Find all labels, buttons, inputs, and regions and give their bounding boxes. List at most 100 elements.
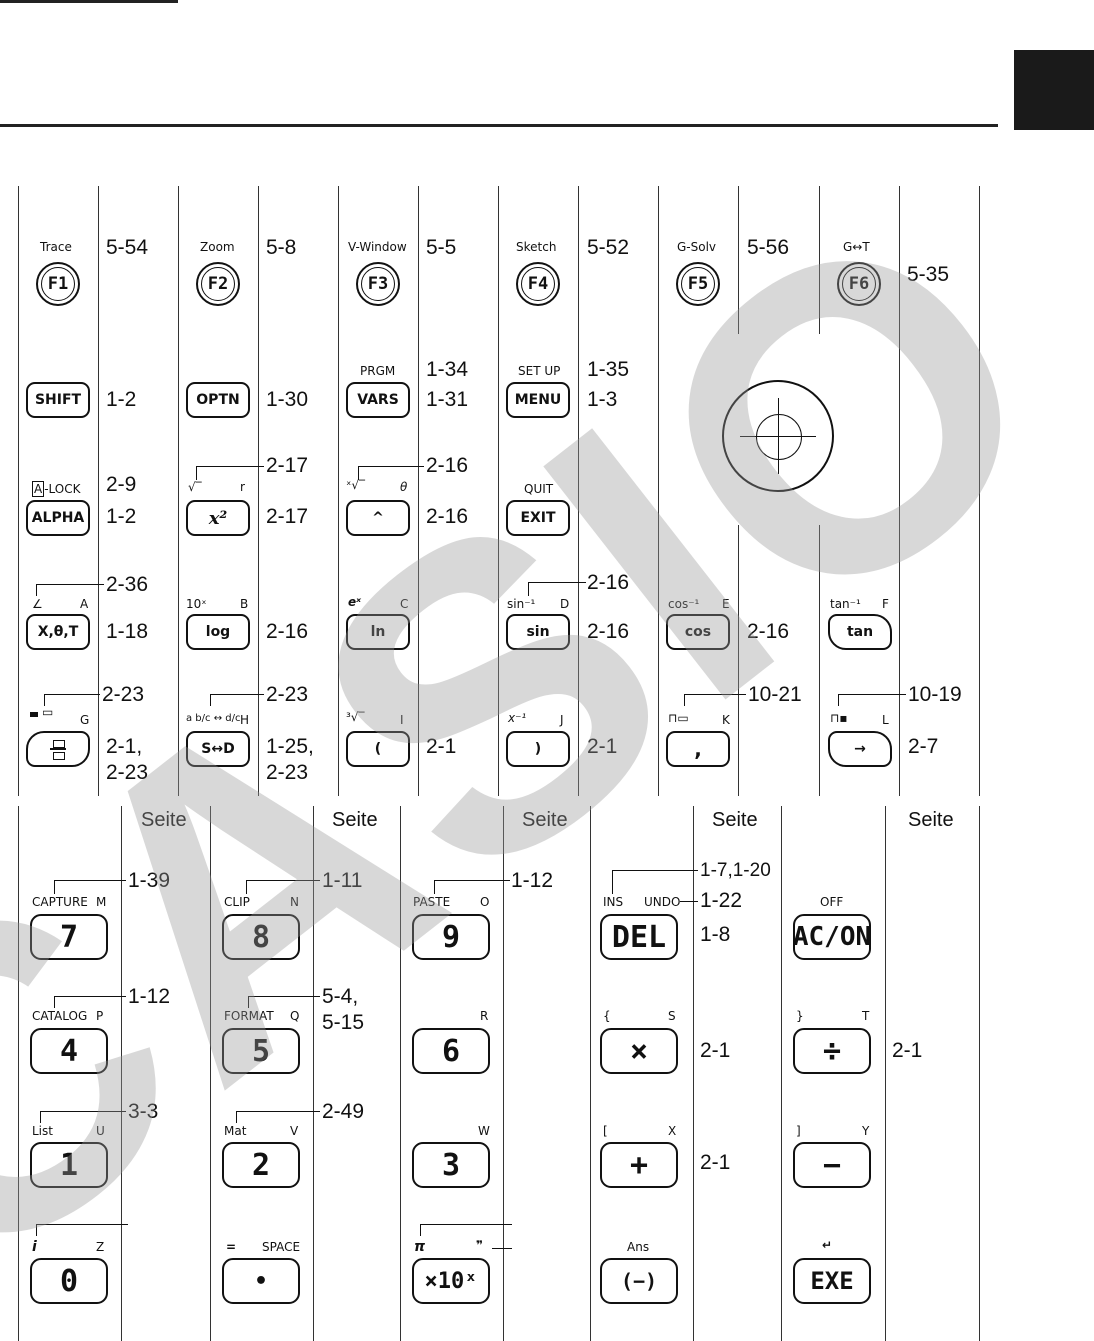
optn-key[interactable]: OPTN bbox=[186, 382, 250, 418]
seite-header-3: Seite bbox=[522, 809, 568, 831]
menu-key[interactable]: MENU bbox=[506, 382, 570, 418]
decimal-point-key[interactable]: • bbox=[222, 1258, 300, 1304]
format-label: FORMAT bbox=[224, 1009, 274, 1023]
f1-key[interactable]: F1 bbox=[36, 262, 80, 306]
comma-key[interactable]: , bbox=[666, 731, 730, 767]
seite-header-4: Seite bbox=[712, 809, 758, 831]
catalog-leader-v bbox=[54, 996, 55, 1008]
key-8[interactable]: 8 bbox=[222, 914, 300, 960]
s-label: S bbox=[668, 1009, 676, 1023]
lock-ref: 10-19 bbox=[908, 683, 962, 706]
list-leader bbox=[40, 1111, 126, 1112]
f1-key-label: F1 bbox=[41, 267, 75, 301]
equals-label: = bbox=[226, 1240, 237, 1254]
negative-key[interactable]: (−) bbox=[600, 1258, 678, 1304]
alpha-key[interactable]: ALPHA bbox=[26, 500, 90, 536]
exit-key[interactable]: EXIT bbox=[506, 500, 570, 536]
mat-leader bbox=[236, 1111, 320, 1112]
f5-key[interactable]: F5 bbox=[676, 262, 720, 306]
imaginary-label: i bbox=[32, 1239, 37, 1255]
key-5[interactable]: 5 bbox=[222, 1028, 300, 1074]
asin-leader bbox=[528, 582, 586, 583]
f6-top-label: G↔T bbox=[843, 240, 870, 254]
ln-key[interactable]: ln bbox=[346, 614, 410, 650]
lock-leader bbox=[838, 694, 906, 695]
f6-key[interactable]: F6 bbox=[837, 262, 881, 306]
p-label: P bbox=[96, 1009, 104, 1023]
key-6[interactable]: 6 bbox=[412, 1028, 490, 1074]
f3-key[interactable]: F3 bbox=[356, 262, 400, 306]
grid-line bbox=[313, 806, 314, 1341]
return-icon: ↵ bbox=[822, 1238, 833, 1252]
key-4[interactable]: 4 bbox=[30, 1028, 108, 1074]
clip-leader bbox=[246, 880, 320, 881]
exe-key[interactable]: EXE bbox=[793, 1258, 871, 1304]
shift-key[interactable]: SHIFT bbox=[26, 382, 90, 418]
x-squared-key[interactable]: x² bbox=[186, 500, 250, 536]
xroot-leader bbox=[358, 466, 424, 467]
left-paren-key[interactable]: ( bbox=[346, 731, 410, 767]
f2-top-label: Zoom bbox=[200, 240, 235, 254]
top-rule bbox=[0, 0, 178, 3]
divide-key[interactable]: ÷ bbox=[793, 1028, 871, 1074]
f2-ref: 5-8 bbox=[266, 236, 297, 259]
store-arrow-key[interactable]: → bbox=[828, 731, 892, 767]
sin-key[interactable]: sin bbox=[506, 614, 570, 650]
key-3[interactable]: 3 bbox=[412, 1142, 490, 1188]
tan-key[interactable]: tan bbox=[828, 614, 892, 650]
ac-on-key[interactable]: AC/ON bbox=[793, 914, 871, 960]
f3-key-label: F3 bbox=[361, 267, 395, 301]
shift-ref: 1-2 bbox=[106, 388, 137, 411]
grid-line bbox=[18, 806, 19, 1341]
fraction-key[interactable] bbox=[26, 731, 90, 767]
cos-key[interactable]: cos bbox=[666, 614, 730, 650]
optn-ref: 1-30 bbox=[266, 388, 309, 411]
capture-label: CAPTURE bbox=[32, 895, 88, 909]
grid-line bbox=[498, 186, 499, 796]
key-9[interactable]: 9 bbox=[412, 914, 490, 960]
s-to-d-key[interactable]: S↔D bbox=[186, 731, 250, 767]
alock-text: -LOCK bbox=[44, 482, 81, 496]
mat-ref: 2-49 bbox=[322, 1100, 365, 1123]
grid-line bbox=[418, 186, 419, 796]
x-squared-ref: 2-17 bbox=[266, 505, 309, 528]
acos-label: cos⁻¹ bbox=[668, 597, 700, 611]
undo-label: UNDO bbox=[644, 895, 681, 909]
unlock-icon: ⊓▭ bbox=[668, 711, 689, 725]
catalog-label: CATALOG bbox=[32, 1009, 88, 1023]
log-key[interactable]: log bbox=[186, 614, 250, 650]
j-label: J bbox=[560, 713, 564, 727]
minus-key[interactable]: − bbox=[793, 1142, 871, 1188]
key-7[interactable]: 7 bbox=[30, 914, 108, 960]
vars-key[interactable]: VARS bbox=[346, 382, 410, 418]
paste-label: PASTE bbox=[413, 895, 451, 909]
power-key[interactable]: ^ bbox=[346, 500, 410, 536]
off-label: OFF bbox=[820, 895, 844, 909]
f6-ref: 5-35 bbox=[907, 263, 950, 286]
prgm-label: PRGM bbox=[360, 364, 396, 378]
bracket-open-label: [ bbox=[603, 1124, 608, 1138]
sqrt-leader-v bbox=[196, 466, 197, 480]
times-ten-key[interactable]: ×10ˣ bbox=[412, 1258, 490, 1304]
angle-label: ∠ bbox=[32, 597, 43, 611]
right-paren-key[interactable]: ) bbox=[506, 731, 570, 767]
x-theta-t-key[interactable]: X,θ,T bbox=[26, 614, 90, 650]
f4-top-label: Sketch bbox=[516, 240, 557, 254]
asin-ref: 2-16 bbox=[587, 571, 630, 594]
key-1[interactable]: 1 bbox=[30, 1142, 108, 1188]
store-arrow-ref: 2-7 bbox=[908, 735, 939, 758]
replay-dpad[interactable] bbox=[722, 380, 834, 492]
del-key[interactable]: DEL bbox=[600, 914, 678, 960]
key-0[interactable]: 0 bbox=[30, 1258, 108, 1304]
f4-key[interactable]: F4 bbox=[516, 262, 560, 306]
c-label: C bbox=[400, 597, 409, 611]
format-leader bbox=[248, 996, 320, 997]
menu-ref: 1-3 bbox=[587, 388, 618, 411]
seite-header-2: Seite bbox=[332, 809, 378, 831]
f2-key[interactable]: F2 bbox=[196, 262, 240, 306]
x-label: X bbox=[668, 1124, 677, 1138]
key-2[interactable]: 2 bbox=[222, 1142, 300, 1188]
multiply-key[interactable]: × bbox=[600, 1028, 678, 1074]
plus-key[interactable]: + bbox=[600, 1142, 678, 1188]
undo-leader bbox=[680, 901, 698, 902]
